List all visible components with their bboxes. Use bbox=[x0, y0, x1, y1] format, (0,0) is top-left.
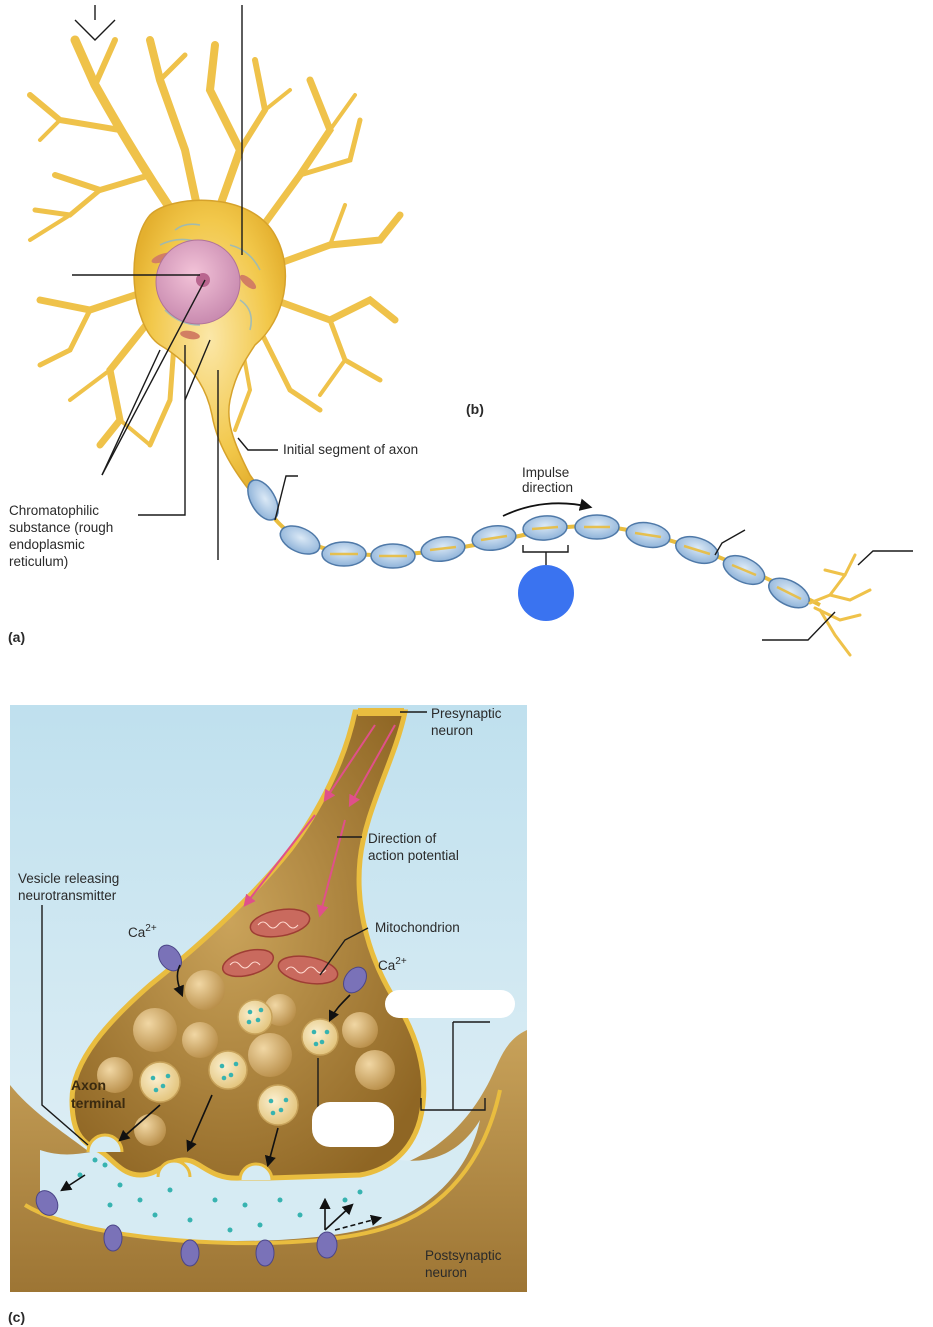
synapse-panel-c: Presynaptic neuron Direction of action p… bbox=[8, 705, 527, 1325]
panel-label-a: (a) bbox=[8, 629, 25, 645]
hidden-label-marker bbox=[518, 565, 574, 621]
dendrites bbox=[27, 35, 404, 449]
panel-label-b: (b) bbox=[466, 401, 484, 417]
label-calcium-left: Ca2+ bbox=[128, 923, 157, 940]
label-presynaptic-neuron: Presynaptic neuron bbox=[431, 706, 505, 738]
axon-terminal-branches bbox=[808, 553, 872, 657]
neuron-panel-a: Initial segment of axon Impulse directio… bbox=[8, 5, 913, 657]
hidden-label-mask bbox=[312, 1102, 394, 1147]
synaptic-cleft bbox=[40, 1120, 480, 1242]
process-arrows bbox=[60, 964, 383, 1231]
action-potential-arrows bbox=[243, 724, 396, 918]
mitochondrion-small bbox=[239, 274, 257, 290]
panel-label-c: (c) bbox=[8, 1309, 25, 1325]
label-direction-action-potential: Direction of action potential bbox=[368, 831, 459, 863]
label-vesicle-releasing: Vesicle releasing neurotransmitter bbox=[18, 871, 123, 903]
neurotransmitter-vesicles bbox=[139, 999, 339, 1126]
mitochondrion-small bbox=[180, 330, 200, 340]
label-initial-segment: Initial segment of axon bbox=[283, 442, 418, 457]
hidden-label-mask bbox=[385, 990, 515, 1018]
released-neurotransmitter bbox=[77, 1157, 363, 1233]
calcium-channels bbox=[158, 944, 367, 994]
impulse-direction-arrow bbox=[502, 498, 593, 517]
leader-lines-a bbox=[72, 5, 913, 641]
label-calcium-right: Ca2+ bbox=[378, 956, 407, 973]
mitochondria bbox=[221, 908, 339, 985]
leader-lines-c bbox=[41, 711, 490, 1146]
label-mitochondrion: Mitochondrion bbox=[375, 920, 460, 935]
postsynaptic-receptors bbox=[35, 1190, 338, 1267]
mitochondria-cristae bbox=[229, 921, 327, 974]
label-chromatophilic: Chromatophilic substance (rough endoplas… bbox=[9, 503, 117, 569]
exocytosis-pits bbox=[86, 1133, 274, 1181]
vesicle-contents bbox=[150, 1007, 330, 1116]
label-axon-terminal: Axon terminal bbox=[71, 1077, 125, 1111]
myelin-highlight bbox=[330, 525, 802, 601]
nucleolus bbox=[196, 273, 210, 287]
label-impulse-direction: Impulse direction bbox=[522, 465, 573, 495]
label-postsynaptic-neuron: Postsynaptic neuron bbox=[425, 1248, 505, 1280]
storage-vesicles bbox=[97, 970, 395, 1146]
